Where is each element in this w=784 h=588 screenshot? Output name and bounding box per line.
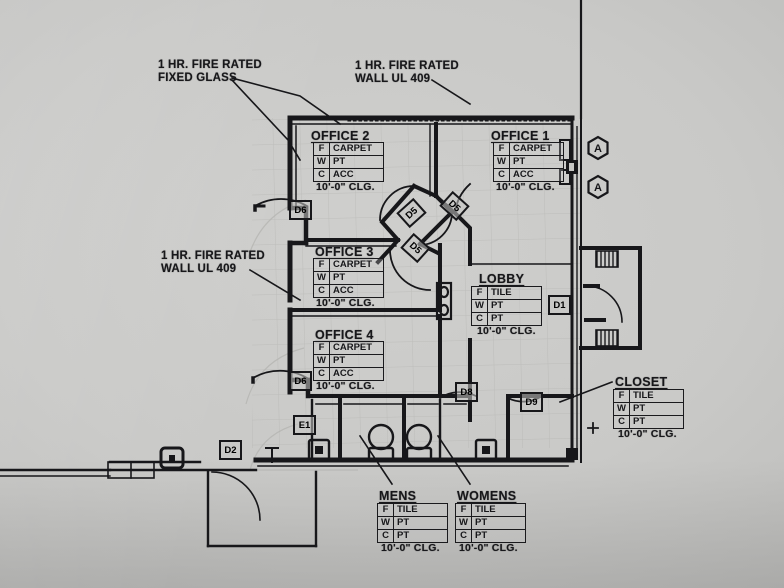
door-tag-label: D8	[460, 386, 473, 398]
room-title-mens: MENS	[379, 489, 417, 503]
door-tag-e1[interactable]: E1	[293, 415, 316, 435]
note-wall-ul409-left: 1 HR. FIRE RATED WALL UL 409	[161, 250, 265, 275]
grid-marker-label: A	[594, 182, 602, 194]
toilet-fixture	[367, 423, 395, 462]
door-tag-d1-lobby[interactable]: D1	[548, 295, 571, 315]
room-title-office-4: OFFICE 4	[315, 328, 374, 342]
room-title-closet: CLOSET	[615, 375, 668, 389]
ceiling-height-mens: 10'-0" CLG.	[381, 542, 440, 554]
door-tag-label: D6	[294, 375, 307, 387]
door-tag-label: E1	[298, 419, 311, 431]
hexagon-outline	[587, 135, 609, 161]
room-title-office-3: OFFICE 3	[315, 245, 374, 259]
finish-value: PT	[471, 529, 526, 543]
finish-value: ACC	[329, 284, 384, 298]
door-tag-label: D2	[224, 444, 237, 456]
exterior-equipment	[159, 446, 185, 470]
door-tag-label: D6	[294, 204, 307, 216]
grid-marker-a-upper[interactable]: A	[587, 135, 609, 161]
ceiling-height-office-2: 10'-0" CLG.	[316, 181, 375, 193]
note-wall-ul409-top: 1 HR. FIRE RATED WALL UL 409	[355, 60, 459, 85]
finish-key: C	[313, 284, 330, 298]
ceiling-height-womens: 10'-0" CLG.	[459, 542, 518, 554]
finish-key: C	[471, 312, 488, 326]
door-tag-d6-office2[interactable]: D6	[289, 200, 312, 220]
door-tag-label: D1	[553, 299, 566, 311]
toilet-fixture	[405, 423, 433, 462]
lavatory-fixture	[474, 438, 498, 462]
door-tag-d8[interactable]: D8	[455, 382, 478, 402]
lavatory-fixture	[307, 438, 331, 462]
hexagon-outline	[587, 174, 609, 200]
finish-value: PT	[393, 529, 448, 543]
room-title-office-2: OFFICE 2	[311, 129, 370, 143]
ceiling-height-office-4: 10'-0" CLG.	[316, 380, 375, 392]
ceiling-height-office-3: 10'-0" CLG.	[316, 297, 375, 309]
finish-value: ACC	[509, 168, 564, 182]
finish-value: ACC	[329, 367, 384, 381]
finish-value: PT	[629, 415, 684, 429]
room-title-lobby: LOBBY	[479, 272, 525, 286]
door-tag-d9[interactable]: D9	[520, 392, 543, 412]
room-title-womens: WOMENS	[457, 489, 517, 503]
door-tag-d6-office4[interactable]: D6	[289, 371, 312, 391]
finish-value: ACC	[329, 168, 384, 182]
grid-marker-label: A	[594, 143, 602, 155]
door-tag-d2[interactable]: D2	[219, 440, 242, 460]
note-fixed-glass: 1 HR. FIRE RATED FIXED GLASS	[158, 59, 262, 84]
room-title-office-1: OFFICE 1	[491, 129, 550, 143]
finish-key: C	[377, 529, 394, 543]
ceiling-height-office-1: 10'-0" CLG.	[496, 181, 555, 193]
ceiling-height-closet: 10'-0" CLG.	[618, 428, 677, 440]
ceiling-height-lobby: 10'-0" CLG.	[477, 325, 536, 337]
finish-value: PT	[487, 312, 542, 326]
grid-marker-a-lower[interactable]: A	[587, 174, 609, 200]
door-tag-label: D9	[525, 396, 538, 408]
